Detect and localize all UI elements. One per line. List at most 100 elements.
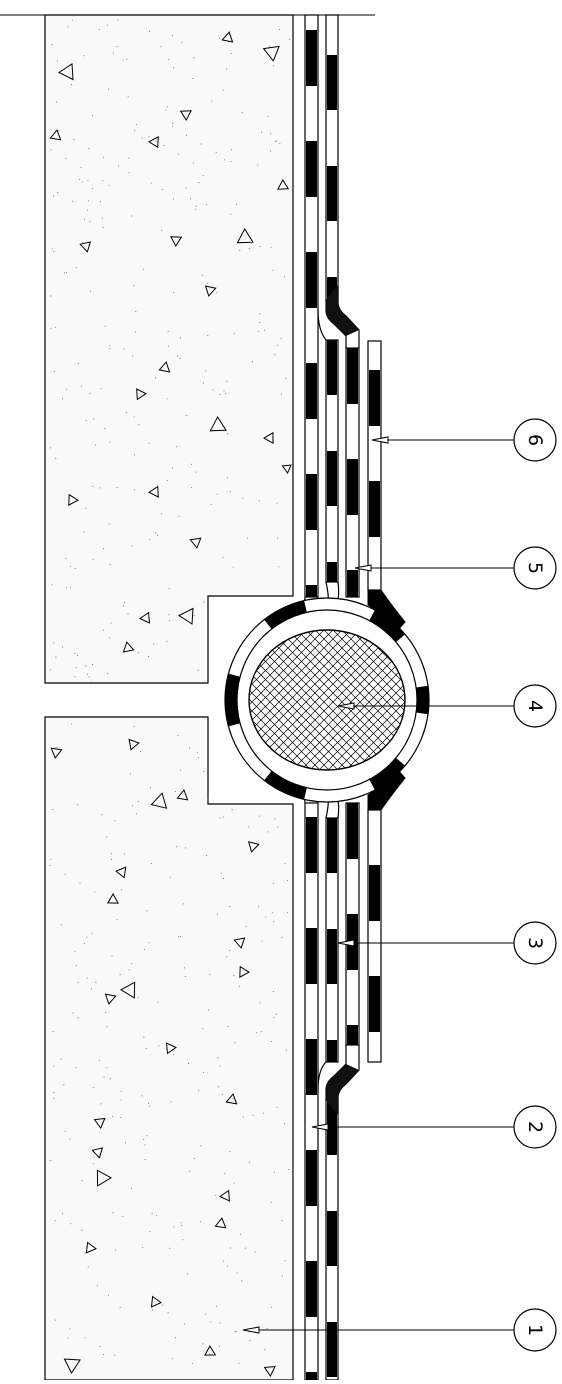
aggregate-dot xyxy=(222,1260,224,1262)
aggregate-dot xyxy=(284,1123,286,1125)
aggregate-dot xyxy=(274,818,276,820)
aggregate-dot xyxy=(52,1030,54,1032)
aggregate-dot xyxy=(185,847,187,849)
aggregate-dot xyxy=(70,566,72,568)
aggregate-dot xyxy=(259,246,261,247)
aggregate-dot xyxy=(281,1275,283,1277)
aggregate-dot xyxy=(50,149,52,151)
rod-ring-bands xyxy=(225,600,429,800)
aggregate-dot xyxy=(161,1304,163,1306)
aggregate-dot xyxy=(189,1170,191,1172)
aggregate-dot xyxy=(91,115,93,117)
membrane-band xyxy=(306,252,317,308)
aggregate-dot xyxy=(226,477,228,479)
aggregate-dot xyxy=(273,920,275,922)
aggregate-dot xyxy=(49,865,51,866)
aggregate-dot xyxy=(50,1159,52,1161)
aggregate-dot xyxy=(163,145,165,146)
aggregate-dot xyxy=(261,131,262,133)
callout-circle-6 xyxy=(513,418,557,462)
aggregate-dot xyxy=(235,1331,237,1333)
aggregate-dot xyxy=(81,1229,83,1231)
aggregate-dot xyxy=(102,180,104,182)
callout-label-5: 5 xyxy=(524,562,546,574)
membrane-band xyxy=(306,1261,317,1317)
aggregate-dot xyxy=(102,226,104,228)
aggregate-triangle xyxy=(281,464,292,475)
aggregate-dot xyxy=(270,132,272,134)
aggregate-dot xyxy=(71,19,73,21)
aggregate-dot xyxy=(55,458,57,459)
aggregate-dot xyxy=(233,1182,235,1184)
aggregate-dot xyxy=(182,1239,184,1241)
aggregate-dot xyxy=(181,42,183,44)
aggregate-dot xyxy=(83,55,85,57)
aggregate-dot xyxy=(99,1346,101,1347)
aggregate-triangle xyxy=(233,937,246,949)
aggregate-dot xyxy=(84,1337,86,1339)
aggregate-dot xyxy=(93,1157,95,1159)
aggregate-triangle xyxy=(115,866,127,879)
aggregate-dot xyxy=(53,642,55,644)
ring-band xyxy=(369,609,406,643)
aggregate-dot xyxy=(106,672,108,674)
aggregate-dot xyxy=(128,157,130,159)
membrane-band xyxy=(306,1372,317,1380)
aggregate-triangle xyxy=(263,431,274,445)
aggregate-dot xyxy=(69,586,71,588)
aggregate-dot xyxy=(142,1247,144,1249)
aggregate-dot xyxy=(86,209,88,211)
aggregate-dot xyxy=(124,602,126,604)
aggregate-dot xyxy=(77,804,79,806)
aggregate-dot xyxy=(93,418,95,420)
aggregate-dot xyxy=(110,853,112,855)
aggregate-dot xyxy=(219,394,221,395)
aggregate-dot xyxy=(108,88,109,90)
aggregate-dot xyxy=(284,863,286,865)
aggregate-dot xyxy=(217,1057,219,1059)
aggregate-dot xyxy=(180,1222,182,1224)
aggregate-dot xyxy=(190,198,191,200)
aggregate-dot xyxy=(223,816,225,818)
aggregate-dot xyxy=(258,815,260,817)
aggregate-dot xyxy=(195,471,197,473)
aggregate-dot xyxy=(272,269,274,271)
aggregate-dot xyxy=(65,158,67,160)
membrane-band xyxy=(306,141,317,197)
aggregate-dot xyxy=(138,652,140,654)
aggregate-dot xyxy=(92,558,94,560)
aggregate-dot xyxy=(133,416,135,418)
aggregate-triangle xyxy=(263,1366,276,1377)
aggregate-dot xyxy=(100,201,101,203)
aggregate-dot xyxy=(230,213,232,215)
aggregate-dot xyxy=(285,1049,287,1051)
aggregate-dot xyxy=(223,390,225,392)
aggregate-dot xyxy=(80,166,82,168)
aggregate-dot xyxy=(148,442,150,444)
aggregate-dot xyxy=(166,398,168,400)
aggregate-triangle xyxy=(179,110,192,121)
aggregate-dot xyxy=(273,65,275,67)
aggregate-dot xyxy=(215,1305,217,1307)
aggregate-dot xyxy=(198,757,200,759)
aggregate-dot xyxy=(259,1002,261,1004)
aggregate-dot xyxy=(92,485,94,487)
aggregate-triangle xyxy=(63,1358,81,1374)
aggregate-dot xyxy=(193,57,195,59)
aggregate-dot xyxy=(242,497,244,499)
aggregate-dot xyxy=(245,926,247,928)
aggregate-triangle xyxy=(189,537,202,549)
aggregate-dot xyxy=(150,787,151,789)
aggregate-dot xyxy=(188,1062,190,1064)
aggregate-dot xyxy=(74,568,76,570)
aggregate-dot xyxy=(205,370,207,372)
aggregate-dot xyxy=(52,809,54,810)
aggregate-dot xyxy=(275,1013,277,1015)
aggregate-dot xyxy=(137,996,139,998)
aggregate-dot xyxy=(272,912,274,914)
aggregate-dot xyxy=(157,1001,159,1003)
aggregate-dot xyxy=(54,747,56,749)
aggregate-triangle xyxy=(128,738,140,751)
membrane-band xyxy=(327,818,337,873)
